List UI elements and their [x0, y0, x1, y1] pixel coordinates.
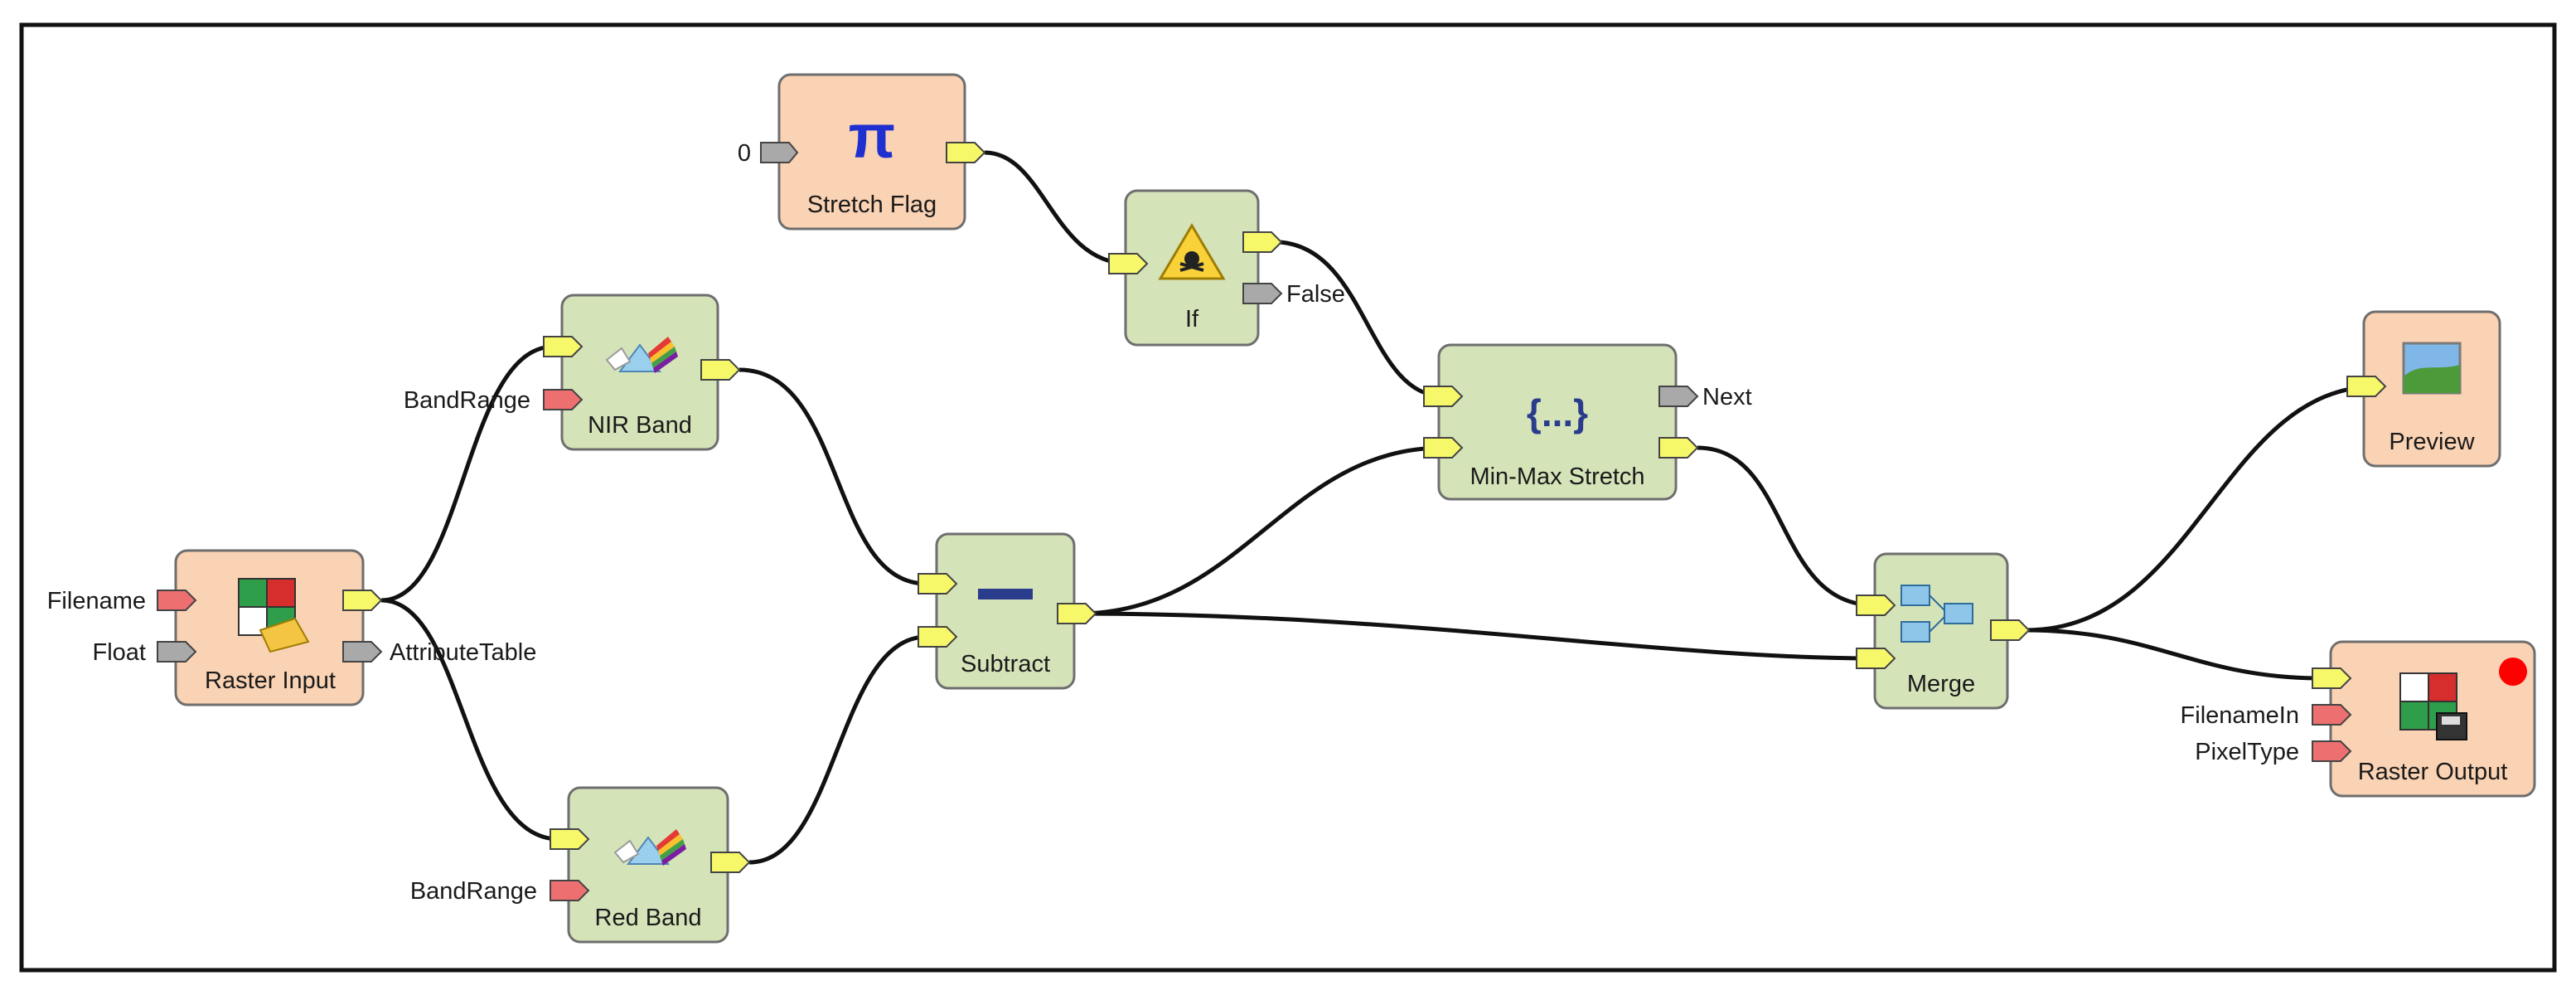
- node-label: Raster Input: [205, 667, 336, 694]
- param-port-float[interactable]: [157, 641, 197, 663]
- node-label: If: [1185, 306, 1199, 332]
- param-port-pixeltype[interactable]: [2312, 740, 2352, 762]
- node-minmax-stretch[interactable]: {...} Min-Max Stretch: [1437, 343, 1678, 501]
- input-port[interactable]: [550, 828, 590, 850]
- connector-merge-preview: [2025, 384, 2378, 633]
- node-label: Red Band: [595, 905, 702, 931]
- node-label: NIR Band: [588, 412, 692, 439]
- node-label: Subtract: [961, 651, 1050, 677]
- raster-save-icon: [2399, 672, 2467, 740]
- input-port[interactable]: [2312, 667, 2352, 689]
- merge-icon: [1901, 585, 1973, 643]
- param-label: PixelType: [2195, 739, 2299, 765]
- minus-icon: [978, 589, 1033, 599]
- input-port[interactable]: [543, 336, 583, 357]
- node-if[interactable]: If: [1124, 189, 1260, 347]
- param-label: Filename: [47, 588, 146, 614]
- input-port[interactable]: [1856, 648, 1896, 669]
- param-port-bandrange[interactable]: [543, 389, 583, 410]
- input-port[interactable]: [1856, 595, 1896, 616]
- connector-input-red: [380, 598, 559, 842]
- node-raster-input[interactable]: Raster Input: [174, 549, 365, 706]
- node-preview[interactable]: Preview: [2362, 310, 2501, 468]
- input-port[interactable]: [918, 626, 958, 648]
- input-port[interactable]: [1108, 253, 1149, 274]
- param-port-bandrange[interactable]: [550, 880, 590, 901]
- output-port[interactable]: [1057, 603, 1097, 624]
- port-label-attributetable: AttributeTable: [390, 639, 536, 666]
- port-label-next: Next: [1702, 384, 1752, 410]
- output-port[interactable]: [1990, 619, 2031, 641]
- connector-nir-subtract: [738, 367, 927, 586]
- param-label: FilenameIn: [2181, 702, 2299, 729]
- param-label: BandRange: [410, 878, 537, 905]
- connector-subtract-minmax: [1077, 445, 1445, 616]
- connector-minmax-merge: [1697, 445, 1876, 608]
- connector-input-nir: [380, 344, 554, 603]
- node-red-band[interactable]: Red Band: [567, 786, 729, 944]
- node-nir-band[interactable]: NIR Band: [560, 294, 719, 451]
- node-label: Raster Output: [2358, 759, 2508, 785]
- node-subtract[interactable]: Subtract: [935, 532, 1076, 690]
- output-port[interactable]: [1242, 231, 1283, 253]
- constant-value: 0: [738, 140, 751, 167]
- param-label: BandRange: [404, 387, 530, 414]
- node-label: Min-Max Stretch: [1470, 464, 1644, 490]
- output-port-attributetable[interactable]: [342, 641, 383, 663]
- landscape-icon: [2402, 342, 2462, 395]
- output-port[interactable]: [700, 359, 741, 381]
- connector-stretchflag-if: [984, 150, 1130, 266]
- warning-skull-icon: [1158, 223, 1226, 280]
- status-dot: [2499, 658, 2527, 686]
- input-port[interactable]: [2346, 376, 2387, 397]
- pi-icon: π: [849, 102, 896, 171]
- raster-open-icon: [238, 578, 310, 653]
- connector-red-subtract: [748, 634, 927, 865]
- input-port[interactable]: [918, 573, 958, 595]
- output-port[interactable]: [946, 142, 986, 163]
- output-port[interactable]: [1658, 437, 1699, 459]
- node-label: Preview: [2389, 429, 2475, 455]
- port-label-false: False: [1286, 281, 1345, 308]
- braces-icon: {...}: [1527, 391, 1588, 434]
- param-label: Float: [93, 639, 146, 666]
- connector-if-minmax: [1279, 240, 1445, 399]
- connector-subtract-merge: [1077, 611, 1876, 661]
- param-port-filename[interactable]: [157, 590, 197, 611]
- node-raster-output[interactable]: Raster Output: [2329, 640, 2536, 798]
- node-stretch-flag[interactable]: π Stretch Flag: [777, 73, 966, 231]
- param-port-filenamein[interactable]: [2312, 704, 2352, 726]
- input-port[interactable]: [760, 142, 799, 163]
- input-port[interactable]: [1423, 437, 1464, 459]
- output-port-next[interactable]: [1658, 386, 1699, 407]
- connections: [380, 150, 2378, 865]
- input-port[interactable]: [1423, 386, 1464, 407]
- connector-merge-output: [2025, 628, 2322, 681]
- node-label: Stretch Flag: [807, 192, 937, 218]
- diagram-frame: [19, 22, 2557, 973]
- node-merge[interactable]: Merge: [1873, 552, 2009, 710]
- output-port-false[interactable]: [1242, 283, 1283, 304]
- node-label: Merge: [1907, 671, 1975, 697]
- output-port[interactable]: [710, 852, 751, 873]
- output-port[interactable]: [342, 590, 383, 611]
